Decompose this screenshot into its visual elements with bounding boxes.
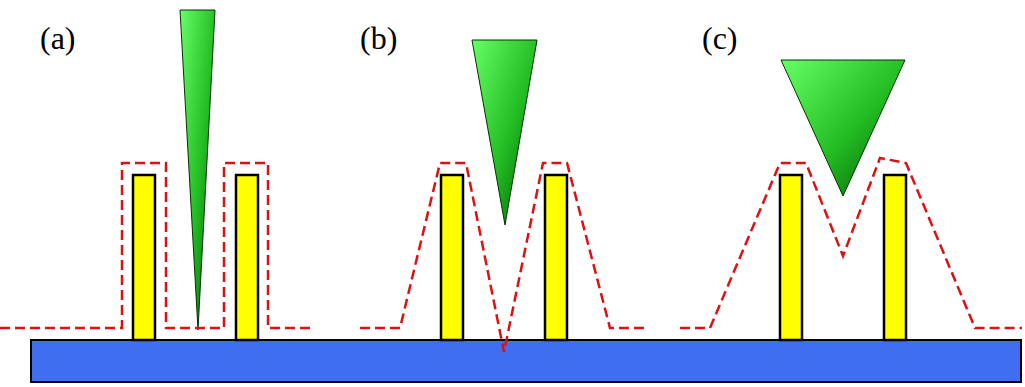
panel-label: (b): [360, 22, 397, 54]
panel-label: (c): [702, 22, 738, 54]
substrate: [31, 340, 1021, 382]
scan-profiles: [0, 158, 1022, 352]
afm-tips: [180, 10, 905, 330]
panel-label: (a): [40, 22, 76, 54]
pillars: [133, 175, 906, 340]
